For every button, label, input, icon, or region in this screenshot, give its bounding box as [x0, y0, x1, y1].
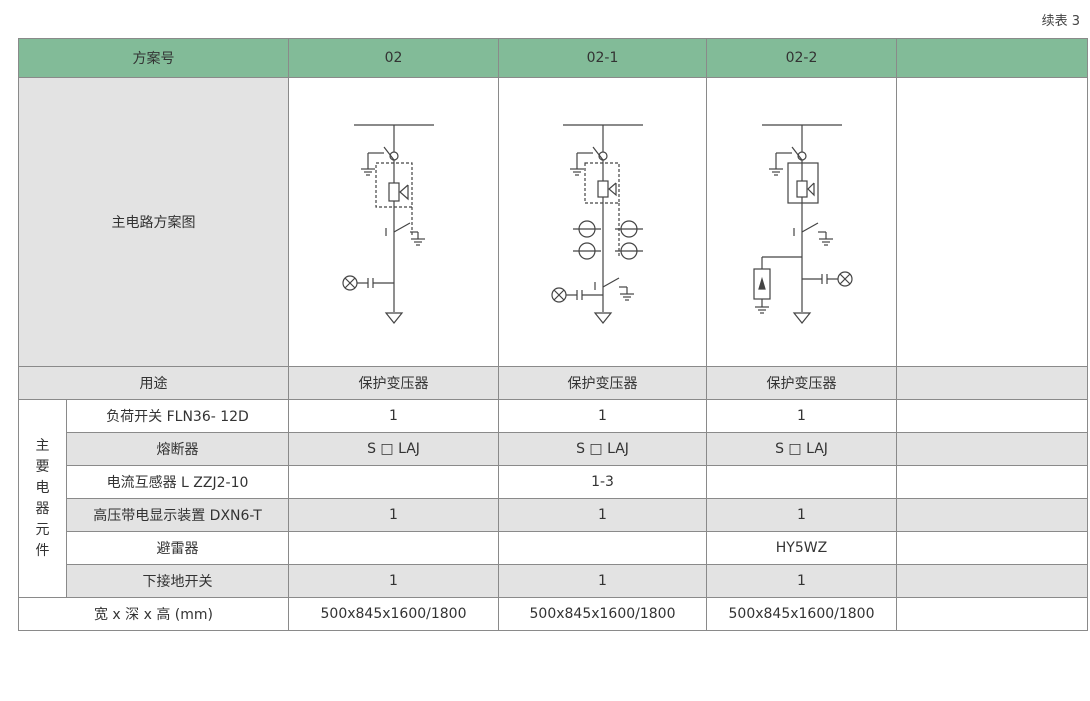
- component-value: 1: [288, 564, 499, 598]
- component-value: [288, 531, 499, 565]
- component-value: [896, 531, 1088, 565]
- component-value: [896, 432, 1088, 466]
- continued-label: 续表 3: [1041, 14, 1080, 29]
- circuit-diagram-02: [288, 77, 499, 367]
- component-value: [896, 498, 1088, 532]
- component-name: 负荷开关 FLN36- 12D: [66, 399, 289, 433]
- component-row: 电流互感器 L ZZJ2-10 1-3: [19, 465, 1088, 499]
- component-row: 主 要 电 器 元 件 负荷开关 FLN36- 12D 1 1 1: [18, 399, 1088, 598]
- component-value: [896, 465, 1088, 499]
- component-value: 1: [706, 399, 897, 433]
- component-value: S □ LAJ: [706, 432, 897, 466]
- component-value: [706, 465, 897, 499]
- component-value: [896, 564, 1088, 598]
- circuit-diagram-02-2: [706, 77, 897, 367]
- component-group-label: 主 要 电 器 元 件: [18, 399, 67, 598]
- circuit-diagram-02-1-svg: [550, 124, 643, 324]
- component-row: 避雷器 HY5WZ: [19, 531, 1088, 565]
- usage-row: 用途 保护变压器 保护变压器 保护变压器: [18, 366, 1088, 400]
- component-row: 熔断器 S □ LAJ S □ LAJ S □ LAJ: [19, 432, 1088, 466]
- usage-value: 保护变压器: [288, 366, 499, 400]
- component-name: 熔断器: [66, 432, 289, 466]
- scheme-02: 02: [288, 38, 499, 78]
- diagram-label: 主电路方案图: [18, 77, 289, 367]
- component-value: 1: [706, 498, 897, 532]
- component-row: 下接地开关 1 1 1: [19, 564, 1088, 598]
- header-row: 方案号 02 02-1 02-2: [18, 38, 1088, 78]
- dimension-value: 500x845x1600/1800: [706, 597, 897, 631]
- diagram-row: 主电路方案图: [18, 77, 1088, 367]
- component-value: [498, 531, 707, 565]
- component-value: 1: [706, 564, 897, 598]
- component-name: 电流互感器 L ZZJ2-10: [66, 465, 289, 499]
- scheme-empty: [896, 38, 1088, 78]
- component-row: 高压带电显示装置 DXN6-T 1 1 1: [19, 498, 1088, 532]
- component-value: 1: [498, 498, 707, 532]
- dimension-value: 500x845x1600/1800: [288, 597, 499, 631]
- component-value: S □ LAJ: [288, 432, 499, 466]
- component-value: 1: [498, 564, 707, 598]
- component-name: 高压带电显示装置 DXN6-T: [66, 498, 289, 532]
- usage-value: 保护变压器: [498, 366, 707, 400]
- component-value: [896, 399, 1088, 433]
- component-value: 1: [288, 399, 499, 433]
- usage-value: [896, 366, 1088, 400]
- component-value: S □ LAJ: [498, 432, 707, 466]
- component-value: 1-3: [498, 465, 707, 499]
- dimension-value: 500x845x1600/1800: [498, 597, 707, 631]
- dimension-value: [896, 597, 1088, 631]
- dimension-row: 宽 x 深 x 高 (mm) 500x845x1600/1800 500x845…: [18, 597, 1088, 631]
- component-value: [288, 465, 499, 499]
- scheme-02-2: 02-2: [706, 38, 897, 78]
- circuit-diagram-02-1: [498, 77, 707, 367]
- component-value: 1: [498, 399, 707, 433]
- scheme-table: 方案号 02 02-1 02-2 主电路方案图: [18, 38, 1088, 631]
- scheme-02-1: 02-1: [498, 38, 707, 78]
- dimension-label: 宽 x 深 x 高 (mm): [18, 597, 289, 631]
- usage-label: 用途: [18, 366, 289, 400]
- component-value: 1: [288, 498, 499, 532]
- circuit-diagram-02-svg: [341, 124, 434, 324]
- component-name: 下接地开关: [66, 564, 289, 598]
- usage-value: 保护变压器: [706, 366, 897, 400]
- circuit-diagram-02-2-svg: [752, 124, 853, 324]
- circuit-diagram-empty: [896, 77, 1088, 367]
- component-name: 避雷器: [66, 531, 289, 565]
- scheme-label: 方案号: [18, 38, 289, 78]
- component-value: HY5WZ: [706, 531, 897, 565]
